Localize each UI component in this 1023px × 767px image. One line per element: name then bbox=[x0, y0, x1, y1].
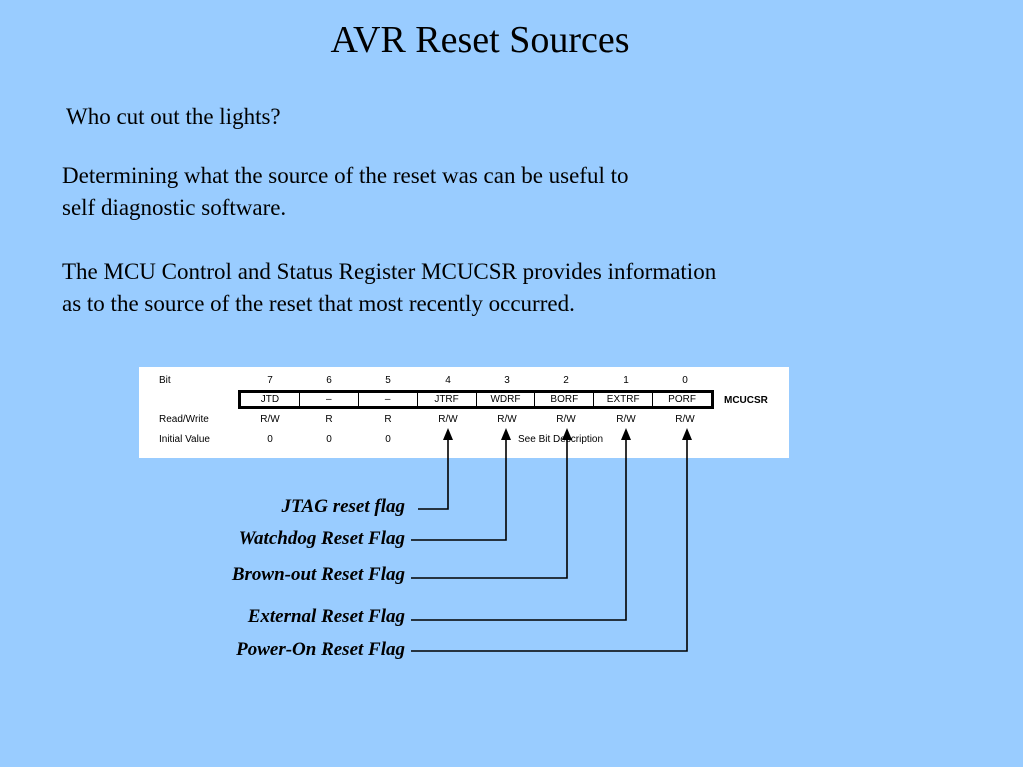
paragraph-mcucsr: The MCU Control and Status Register MCUC… bbox=[62, 256, 716, 320]
bit-number: 6 bbox=[326, 375, 332, 386]
bit-number: 5 bbox=[385, 375, 391, 386]
arrow-jtrf bbox=[418, 438, 449, 510]
field-borf: BORF bbox=[535, 393, 595, 406]
field-jtd: JTD bbox=[241, 393, 300, 406]
arrow-wdrf bbox=[411, 438, 507, 541]
paragraph-line: as to the source of the reset that most … bbox=[62, 291, 575, 316]
field-extrf: EXTRF bbox=[594, 393, 654, 406]
arrow-porf bbox=[411, 438, 688, 652]
bit-number: 0 bbox=[682, 375, 688, 386]
paragraph-line: The MCU Control and Status Register MCUC… bbox=[62, 259, 717, 284]
access-value: R/W bbox=[260, 414, 280, 425]
access-value: R bbox=[384, 414, 392, 425]
initial-value: 0 bbox=[326, 434, 332, 445]
arrowhead-extrf bbox=[621, 428, 631, 440]
paragraph-line: Determining what the source of the reset… bbox=[62, 163, 629, 188]
field-porf: PORF bbox=[668, 394, 696, 405]
flag-label-jtag: JTAG reset flag bbox=[281, 496, 406, 517]
bit-number: 1 bbox=[623, 375, 629, 386]
rw-row-label: Read/Write bbox=[159, 414, 209, 425]
field-reserved-5: – bbox=[359, 393, 418, 406]
register-name: MCUCSR bbox=[724, 395, 768, 406]
field-wdrf: WDRF bbox=[477, 393, 536, 406]
access-value: R/W bbox=[675, 414, 695, 425]
access-value: R bbox=[325, 414, 333, 425]
bit-number: 3 bbox=[504, 375, 510, 386]
mcucsr-register-diagram: Bit Read/Write Initial Value 7 6 5 4 3 2… bbox=[139, 367, 789, 458]
paragraph-reset-diagnostics: Determining what the source of the reset… bbox=[62, 160, 629, 224]
slide-subtitle: Who cut out the lights? bbox=[66, 104, 281, 129]
bit-number: 4 bbox=[445, 375, 451, 386]
flag-label-brown-out: Brown-out Reset Flag bbox=[231, 564, 405, 585]
initial-value: 0 bbox=[267, 434, 273, 445]
arrowhead-jtrf bbox=[443, 428, 453, 440]
access-value: R/W bbox=[438, 414, 458, 425]
initial-value-note: See Bit Description bbox=[518, 434, 604, 445]
arrow-extrf bbox=[411, 438, 627, 621]
field-jtrf: JTRF bbox=[418, 393, 477, 406]
slide-title: AVR Reset Sources bbox=[330, 19, 630, 61]
arrowhead-borf bbox=[562, 428, 572, 440]
register-fields: JTD – – JTRF WDRF BORF EXTRF PORF bbox=[238, 390, 714, 409]
field-reserved-6: – bbox=[300, 393, 359, 406]
access-value: R/W bbox=[616, 414, 636, 425]
bit-number: 7 bbox=[267, 375, 273, 386]
initial-value: 0 bbox=[385, 434, 391, 445]
arrowhead-porf bbox=[682, 428, 692, 440]
bit-number: 2 bbox=[563, 375, 569, 386]
init-row-label: Initial Value bbox=[159, 434, 210, 445]
flag-label-watchdog: Watchdog Reset Flag bbox=[238, 528, 405, 549]
access-value: R/W bbox=[497, 414, 517, 425]
arrow-borf bbox=[411, 438, 568, 579]
access-value: R/W bbox=[556, 414, 576, 425]
flag-label-external: External Reset Flag bbox=[247, 606, 405, 627]
arrowhead-wdrf bbox=[501, 428, 511, 440]
paragraph-line: self diagnostic software. bbox=[62, 195, 287, 220]
flag-label-power-on: Power-On Reset Flag bbox=[236, 639, 405, 660]
bit-row-label: Bit bbox=[159, 375, 171, 386]
